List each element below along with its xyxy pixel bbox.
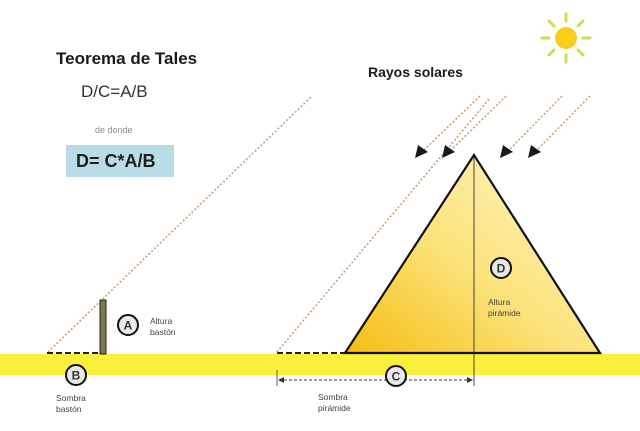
rays-label: Rayos solares (368, 64, 463, 80)
marker-d: D (490, 257, 512, 279)
label-d-line2: pirámide (488, 308, 521, 318)
label-c-line1: Sombra (318, 392, 348, 402)
label-c: Sombra pirámide (318, 392, 351, 414)
label-a-line2: bastón (150, 327, 176, 337)
label-a-line1: Altura (150, 316, 173, 326)
connector-text: de donde (95, 125, 133, 135)
sun-rays (423, 95, 591, 151)
label-b-line2: bastón (56, 404, 82, 414)
marker-a: A (117, 314, 139, 336)
label-a: Altura bastón (150, 316, 176, 338)
label-d-line1: Altura (488, 297, 511, 307)
marker-c: C (385, 365, 407, 387)
sun-icon (540, 12, 592, 64)
ratio-equation: D/C=A/B (81, 82, 148, 101)
pyramid (342, 152, 603, 355)
label-c-line2: pirámide (318, 403, 351, 413)
pyramid-sun-ray (276, 97, 491, 353)
result-formula: D= C*A/B (76, 151, 156, 171)
formula-box (66, 145, 174, 177)
svg-text:B: B (72, 369, 81, 383)
stick-sun-ray (47, 95, 313, 353)
ray-arrowheads (415, 145, 541, 158)
svg-text:D: D (497, 262, 506, 276)
svg-text:A: A (124, 319, 133, 333)
stick (99, 299, 107, 355)
ground-band (0, 354, 640, 375)
label-b-line1: Sombra (56, 393, 86, 403)
label-b: Sombra bastón (56, 393, 86, 415)
diagram-title: Teorema de Tales (56, 49, 198, 68)
svg-text:C: C (392, 370, 401, 384)
marker-b: B (65, 364, 87, 386)
label-d: Altura pirámide (488, 297, 521, 319)
